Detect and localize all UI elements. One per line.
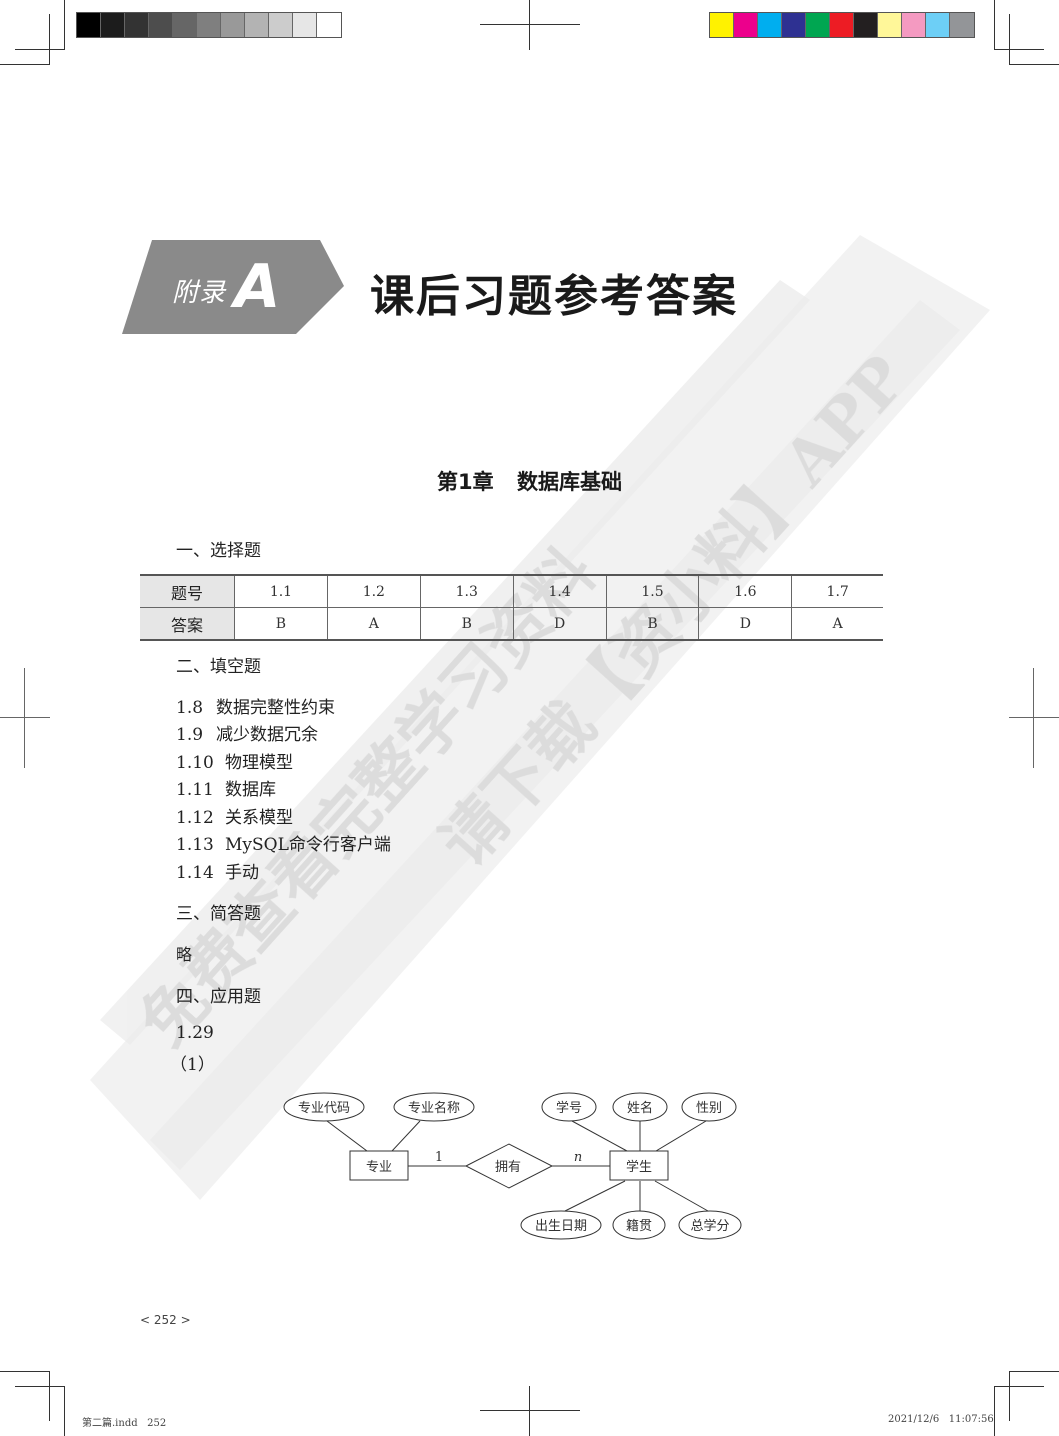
question-cell: 1.7 <box>791 574 883 608</box>
cardinality-right: n <box>574 1150 582 1165</box>
slug-timestamp: 2021/12/6 11:07:56 <box>888 1414 994 1425</box>
question-cell: 1.2 <box>326 574 421 608</box>
page-number: < 252 > <box>140 1313 191 1327</box>
row-header: 答案 <box>140 607 235 641</box>
attribute-label: 专业代码 <box>298 1101 350 1116</box>
color-swatch <box>926 13 950 37</box>
answer-cell: A <box>791 607 883 641</box>
item-number: 1.9 <box>176 725 204 745</box>
item-number: 1.12 <box>176 808 214 828</box>
attribute-label: 性别 <box>696 1101 722 1116</box>
chapter-name: 数据库基础 <box>516 470 622 494</box>
answer-cell: B <box>234 607 328 641</box>
item-text: MySQL命令行客户端 <box>225 835 391 855</box>
color-swatch <box>950 13 974 37</box>
color-swatch <box>830 13 854 37</box>
item-text: 手动 <box>225 863 259 883</box>
color-swatch <box>758 13 782 37</box>
list-item: 1.8 数据完整性约束 <box>176 693 335 718</box>
answer-cell: D <box>512 607 607 641</box>
item-number: 1.11 <box>176 780 214 800</box>
entity-major <box>349 1150 409 1181</box>
color-swatch <box>101 13 125 37</box>
chapter-number: 第1章 <box>437 470 494 494</box>
color-swatch <box>902 13 926 37</box>
color-swatch <box>221 13 245 37</box>
relationship-has <box>464 1143 554 1189</box>
answer-cell: A <box>326 607 421 641</box>
question-part: （1） <box>170 1055 215 1075</box>
item-text: 减少数据冗余 <box>216 725 318 745</box>
item-text: 数据库 <box>225 780 276 800</box>
row-header: 题号 <box>140 574 235 608</box>
color-swatch <box>125 13 149 37</box>
color-swatch <box>878 13 902 37</box>
list-item: 1.11 数据库 <box>176 775 276 800</box>
question-cell: 1.3 <box>419 574 514 608</box>
color-swatch <box>245 13 269 37</box>
list-item: 1.14 手动 <box>176 858 259 883</box>
section-heading-fill: 二、填空题 <box>176 657 261 677</box>
answer-table: 题号 1.1 1.2 1.3 1.4 1.5 1.6 1.7 答案 B A B … <box>140 574 883 641</box>
list-item: 1.9 减少数据冗余 <box>176 720 318 745</box>
color-swatch <box>806 13 830 37</box>
attribute-label: 出生日期 <box>535 1219 587 1234</box>
color-swatch <box>782 13 806 37</box>
grayscale-bar <box>76 12 342 38</box>
item-text: 物理模型 <box>225 753 293 773</box>
color-swatch <box>293 13 317 37</box>
item-number: 1.8 <box>176 698 204 718</box>
table-row: 题号 1.1 1.2 1.3 1.4 1.5 1.6 1.7 <box>140 574 883 608</box>
section-heading-choice: 一、选择题 <box>176 541 261 561</box>
relationship-label: 拥有 <box>495 1160 521 1175</box>
attribute-label: 总学分 <box>690 1218 729 1234</box>
color-swatch <box>734 13 758 37</box>
item-number: 1.13 <box>176 835 214 855</box>
attribute-label: 籍贯 <box>626 1218 652 1234</box>
er-diagram: 专业 学生 拥有 1 n 专业代码 专业名称 学号 姓名 性别 出生日期 籍贯 … <box>283 1092 742 1240</box>
table-row: 答案 B A B D B D A <box>140 607 883 641</box>
entity-label: 专业 <box>366 1160 392 1175</box>
slug-filename: 第二篇.indd 252 <box>82 1418 167 1429</box>
color-swatch <box>77 13 101 37</box>
color-swatch <box>197 13 221 37</box>
attribute-label: 专业名称 <box>408 1100 460 1116</box>
color-swatch <box>317 13 341 37</box>
answer-cell: D <box>698 607 792 641</box>
list-item: 1.12 关系模型 <box>176 803 293 828</box>
list-item: 1.13 MySQL命令行客户端 <box>176 830 391 855</box>
list-item: 1.10 物理模型 <box>176 748 293 773</box>
attribute-label: 姓名 <box>627 1100 653 1116</box>
item-text: 关系模型 <box>225 808 293 828</box>
entity-student <box>609 1150 669 1181</box>
color-swatch <box>149 13 173 37</box>
color-swatch <box>710 13 734 37</box>
banner-letter: A <box>234 252 281 322</box>
question-cell: 1.5 <box>605 574 699 608</box>
short-answer-body: 略 <box>176 945 193 964</box>
appendix-banner: 附录 A <box>122 240 346 340</box>
color-swatch <box>269 13 293 37</box>
color-swatch <box>854 13 878 37</box>
section-heading-short: 三、简答题 <box>176 904 261 924</box>
item-number: 1.10 <box>176 753 214 773</box>
chapter-heading: 第1章 数据库基础 <box>0 466 1059 496</box>
entity-label: 学生 <box>626 1159 652 1175</box>
question-number: 1.29 <box>176 1023 214 1043</box>
color-swatch <box>173 13 197 37</box>
page-title: 课后习题参考答案 <box>370 271 738 322</box>
question-cell: 1.1 <box>234 574 328 608</box>
item-text: 数据完整性约束 <box>216 698 335 718</box>
attribute-label: 学号 <box>556 1100 582 1116</box>
banner-shape <box>122 240 344 334</box>
answer-cell: B <box>419 607 514 641</box>
banner-label: 附录 <box>172 278 227 308</box>
question-cell: 1.6 <box>698 574 792 608</box>
cardinality-left: 1 <box>435 1150 443 1165</box>
section-heading-application: 四、应用题 <box>176 987 261 1007</box>
answer-cell: B <box>605 607 699 641</box>
color-bar <box>709 12 975 38</box>
question-cell: 1.4 <box>512 574 607 608</box>
item-number: 1.14 <box>176 863 214 883</box>
